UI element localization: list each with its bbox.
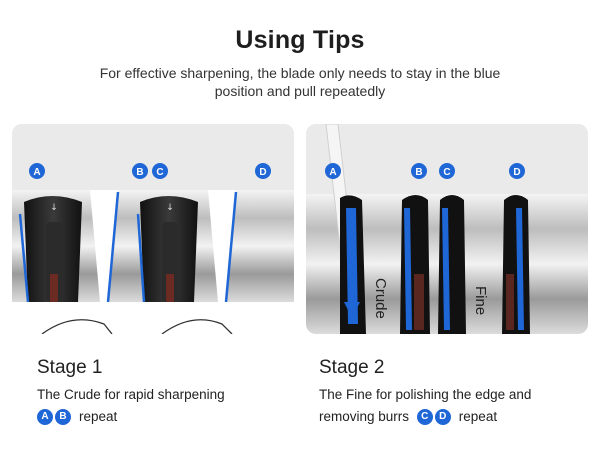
blue-slot-b: [404, 208, 412, 330]
blue-line-b: [106, 191, 120, 303]
fine-slot-image: Crude Fine A B C D: [306, 124, 588, 334]
sharpener-illustration-2: Crude Fine A B C D: [306, 124, 588, 334]
badge-d: D: [434, 409, 451, 426]
v-gap-2: [208, 190, 236, 302]
notch-red-1: [50, 274, 58, 302]
repeat-label: repeat: [458, 409, 498, 425]
stage2-line2-text: removing burrs: [319, 409, 410, 424]
page-subtitle: For effective sharpening, the blade only…: [99, 65, 501, 99]
svg-text:D: D: [513, 167, 520, 178]
notch-red-d: [506, 274, 514, 330]
badge-b: B: [55, 409, 71, 426]
badge-c: C: [416, 409, 433, 426]
stage2-line1: The Fine for polishing the edge and: [319, 387, 532, 402]
blue-line-d: [224, 191, 238, 303]
notch-red-b: [414, 274, 424, 330]
svg-text:A: A: [33, 167, 40, 178]
blue-slot-c: [442, 208, 450, 330]
crude-slot-image: ↓ ↓ A B C D: [12, 124, 294, 334]
notch-red-2: [166, 274, 174, 302]
base-outline-2: [161, 319, 233, 334]
badge-a: A: [37, 409, 53, 426]
v-gap-1: [90, 190, 118, 302]
badge-c: C: [439, 163, 455, 179]
base-outline-1: [41, 319, 113, 334]
badge-b: B: [411, 163, 427, 179]
badge-d: D: [255, 163, 271, 179]
down-arrow-icon: ↓: [50, 203, 58, 213]
blue-slot-d: [516, 208, 524, 330]
page-title: Using Tips: [235, 26, 365, 54]
sharpener-illustration-1: ↓ ↓ A B C D: [12, 124, 294, 334]
badge-b: B: [132, 163, 148, 179]
fine-label: Fine: [472, 286, 489, 315]
svg-text:B: B: [136, 167, 143, 178]
blue-line-a: [18, 213, 30, 303]
stage2-title: Stage 2: [319, 357, 385, 378]
stage2-description: The Fine for polishing the edge and remo…: [319, 384, 531, 428]
repeat-label: repeat: [79, 409, 118, 425]
blue-slot-a: [346, 208, 358, 324]
svg-text:D: D: [259, 167, 266, 178]
svg-text:C: C: [156, 167, 163, 178]
stage1-title: Stage 1: [37, 357, 103, 378]
badge-d: D: [509, 163, 525, 179]
stage1-line1: The Crude for rapid sharpening: [37, 387, 225, 402]
badge-a: A: [325, 163, 341, 179]
blue-line-c: [136, 213, 146, 303]
crude-label: Crude: [372, 278, 389, 319]
badge-c: C: [152, 163, 168, 179]
svg-text:A: A: [329, 167, 336, 178]
badge-a: A: [29, 163, 45, 179]
svg-text:B: B: [415, 167, 422, 178]
svg-text:C: C: [443, 167, 450, 178]
down-arrow-icon: [344, 302, 360, 318]
base-area: [12, 302, 294, 334]
down-arrow-icon: ↓: [166, 203, 174, 213]
